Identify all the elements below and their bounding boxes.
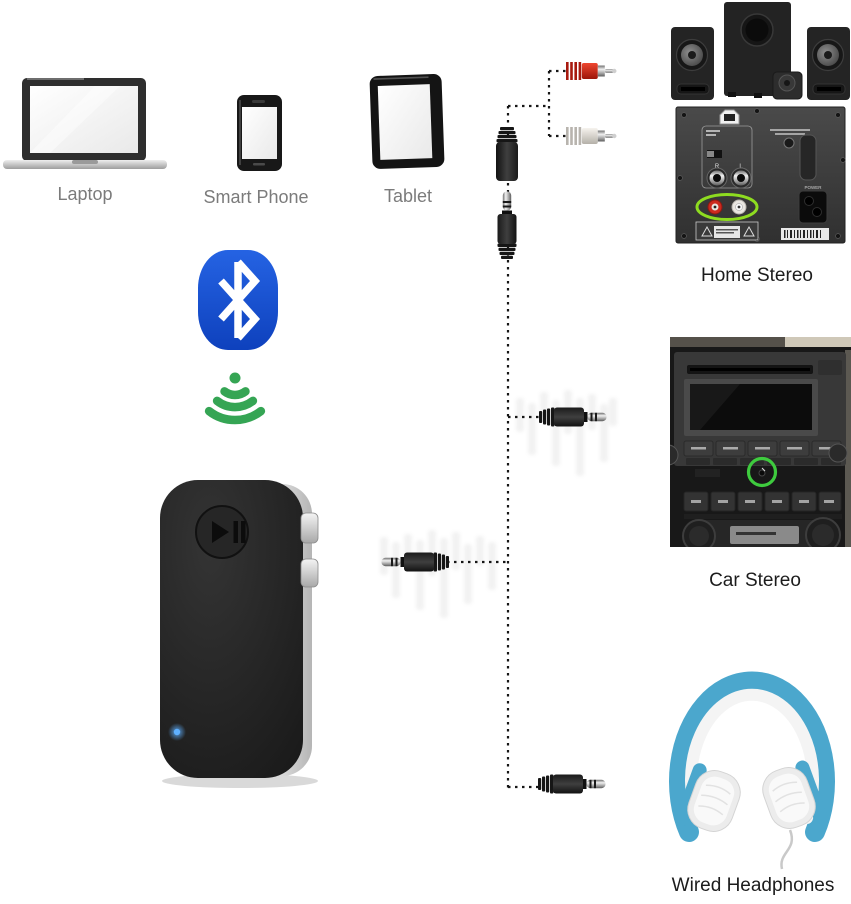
power-label: POWER (804, 185, 822, 190)
car-stereo-image (670, 337, 851, 547)
jack-label-r: R (715, 164, 720, 170)
aux-coupler (496, 127, 518, 181)
tablet-label: Tablet (383, 186, 433, 206)
wireless-signal-icon (204, 372, 266, 425)
power-socket (798, 190, 828, 224)
rca-input-jacks (707, 199, 747, 215)
wired-headphones-label: Wired Headphones (671, 875, 835, 896)
rca-input-highlight (695, 193, 759, 221)
right-satellite-speaker (807, 27, 850, 100)
car-stereo-label: Car Stereo (709, 570, 801, 591)
mode-switch (707, 150, 722, 158)
speakers-image (671, 2, 850, 100)
side-button-1 (300, 512, 319, 544)
laptop-label: Laptop (57, 184, 113, 204)
aux-input-port (758, 469, 766, 477)
aux-jack-car (539, 407, 607, 427)
rca-adapter (566, 62, 617, 145)
side-button-2 (300, 558, 319, 588)
laptop-icon (3, 78, 167, 169)
tablet-icon (369, 74, 445, 169)
headphone-cable (780, 829, 794, 870)
aux-input-highlight (746, 456, 778, 488)
smartphone-icon (237, 95, 282, 171)
white-rca-plug (566, 127, 617, 145)
headband-inner (685, 688, 819, 824)
amp-panel-image: R L POWER (675, 106, 846, 244)
barcode-label (781, 228, 829, 240)
jack-label-l: L (739, 164, 743, 170)
bluetooth-receiver (160, 480, 319, 788)
aux-jack-up (497, 191, 517, 259)
headband-outer (669, 671, 835, 842)
right-earcup (762, 760, 828, 829)
bluetooth-logo-icon (198, 250, 278, 350)
left-satellite-speaker (671, 27, 714, 100)
home-stereo-label: Home Stereo (701, 265, 813, 286)
warning-label (695, 221, 759, 241)
headphones-icon (669, 671, 835, 870)
aux-jack-receiver (381, 552, 449, 572)
quarter-inch-jacks (706, 167, 752, 189)
aux-jack-headphones (538, 774, 606, 794)
left-earcup (674, 763, 741, 832)
red-rca-plug (566, 62, 617, 80)
connection-lines (447, 69, 566, 789)
smartphone-label: Smart Phone (203, 187, 309, 207)
